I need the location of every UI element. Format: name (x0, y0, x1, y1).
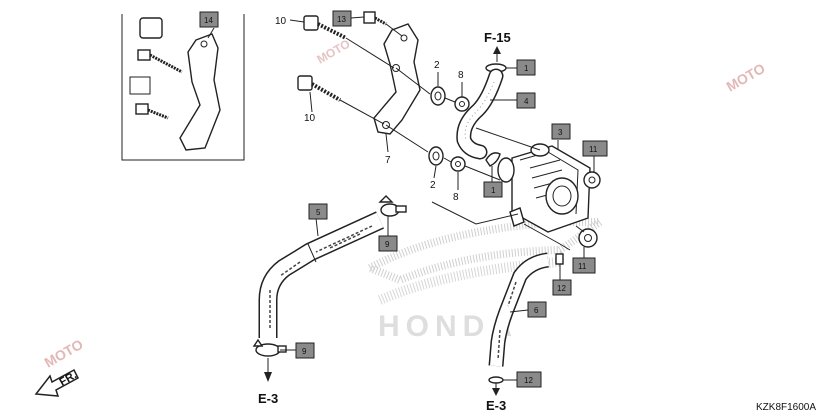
callout-8-upper: 8 (458, 70, 464, 81)
callout-box-1-lower (483, 181, 503, 198)
air-injection-valve (497, 143, 591, 233)
clamp-1-lower (485, 152, 501, 167)
callout-8-lower: 8 (453, 192, 459, 203)
front-direction-arrow (34, 368, 79, 397)
callout-box-6 (527, 301, 547, 318)
callout-11-upper: 11 (589, 145, 598, 154)
callout-1-lower: 1 (491, 186, 496, 195)
grommet-2-upper (430, 86, 446, 106)
callout-box-5 (308, 203, 328, 220)
callout-11-lower: 11 (578, 262, 587, 271)
callout-7: 7 (385, 155, 391, 166)
inset-plain-box (129, 76, 151, 95)
callout-10-upper: 10 (275, 16, 287, 27)
callout-9-lower: 9 (302, 347, 307, 356)
inset-bracket (179, 33, 221, 151)
collar-11-lower (578, 228, 598, 248)
inset-bolt-lower (135, 103, 169, 120)
callout-9-upper: 9 (385, 240, 390, 249)
callout-box-11-upper (582, 140, 608, 157)
callout-6: 6 (534, 306, 539, 315)
callout-13: 13 (337, 15, 346, 24)
reference-f15: F-15 (484, 30, 511, 45)
collar-8-lower (450, 156, 466, 172)
clip-12-lower (488, 376, 504, 384)
grommet-2-lower (428, 146, 444, 166)
bracket-hole-top (400, 34, 408, 42)
callout-12-upper: 12 (557, 284, 566, 293)
inset-grommet (139, 17, 163, 39)
reference-e3-left: E-3 (258, 391, 278, 406)
callout-2-upper: 2 (434, 60, 440, 71)
callout-box-3 (551, 123, 571, 140)
callout-4: 4 (524, 97, 529, 106)
callout-1-upper: 1 (524, 64, 529, 73)
callout-3: 3 (558, 128, 563, 137)
moto-watermark-top: MOTO (724, 60, 768, 95)
main-bracket (373, 23, 421, 135)
inset-bolt-upper (137, 49, 183, 74)
honda-watermark-text: HONDA (378, 310, 518, 343)
inset-bracket-hole (200, 40, 208, 48)
callout-2-lower: 2 (430, 180, 436, 191)
moto-watermark-center: MOTO (315, 37, 353, 67)
callout-box-13 (332, 10, 352, 27)
callout-box-14 (199, 11, 219, 28)
callout-5: 5 (316, 208, 321, 217)
callout-12-lower: 12 (524, 376, 533, 385)
bolt-10-lower (297, 75, 385, 125)
clamp-9-lower (252, 338, 287, 357)
inset-border (121, 14, 245, 161)
callout-10-lower: 10 (304, 113, 316, 124)
callout-box-12-upper (552, 279, 572, 296)
moto-watermark-left: MOTO (42, 336, 86, 371)
reference-e3-right: E-3 (486, 398, 506, 413)
clip-12-upper (555, 253, 564, 265)
bolt-10-upper (303, 15, 395, 69)
clamp-9-upper (378, 195, 407, 217)
collar-8-upper (454, 96, 470, 112)
diagram-code: KZK8F1600A (756, 402, 816, 413)
collar-11-upper (583, 171, 601, 189)
callout-box-9-upper (378, 235, 398, 252)
callout-14: 14 (204, 16, 213, 25)
